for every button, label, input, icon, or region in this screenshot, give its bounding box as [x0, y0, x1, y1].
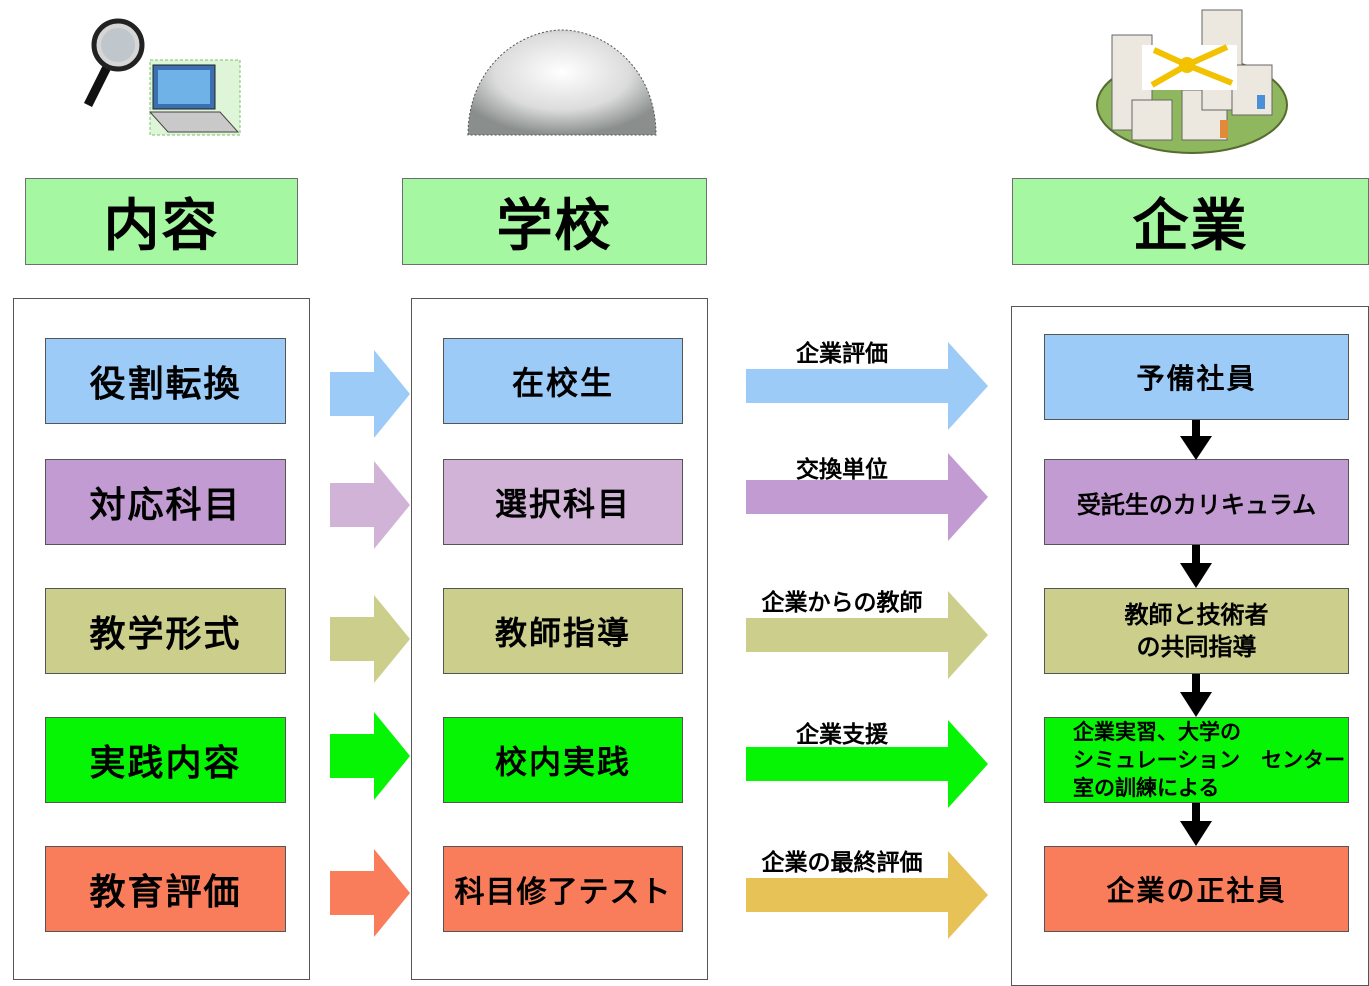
down-arrow-3: [1180, 674, 1212, 717]
school-box-label: 在校生: [511, 364, 614, 402]
content-box-label: 実践内容: [89, 743, 242, 784]
dome-icon: [462, 25, 662, 143]
down-arrow-2: [1180, 545, 1212, 588]
school-box-practice: 校内実践: [443, 717, 683, 803]
company-box-line: 教師と技術者: [1124, 601, 1269, 629]
school-box-label: 選択科目: [494, 485, 631, 523]
company-box-line: 企業実習、大学の: [1073, 720, 1241, 744]
arrow-school-company-3: [746, 591, 988, 679]
flow-label-2: 交換単位: [796, 457, 888, 483]
header-school-label: 学校: [496, 194, 613, 259]
arrow-school-company-5: [746, 851, 988, 939]
arrow-content-school-1: [330, 350, 410, 438]
arrow-school-company-2: [746, 453, 988, 541]
company-box-label: 受託生のカリキュラム: [1076, 490, 1317, 519]
arrow-school-company-4: [746, 720, 988, 808]
arrow-content-school-3: [330, 595, 410, 683]
school-box-student: 在校生: [443, 338, 683, 424]
company-box-label: 企業の正社員: [1106, 874, 1287, 907]
content-box-subjects: 対応科目: [45, 459, 286, 545]
content-box-role-change: 役割転換: [45, 338, 286, 424]
company-box-internship: 企業実習、大学の シミュレーション センター 室の訓練による: [1044, 717, 1349, 803]
network-buildings-icon: [1092, 5, 1292, 160]
company-box-joint-guidance: 教師と技術者 の共同指導: [1044, 588, 1349, 674]
header-company-label: 企業: [1132, 194, 1249, 259]
school-box-label: 教師指導: [494, 614, 631, 652]
flow-label-5: 企業の最終評価: [761, 850, 923, 876]
header-company: 企業: [1012, 178, 1369, 265]
school-box-teacher-guidance: 教師指導: [443, 588, 683, 674]
content-box-teaching-form: 教学形式: [45, 588, 286, 674]
flow-label-4: 企業支援: [796, 722, 888, 748]
header-content-label: 内容: [103, 194, 220, 259]
flow-label-3: 企業からの教師: [761, 590, 923, 616]
company-box-line: シミュレーション センター: [1073, 748, 1346, 772]
school-box-label: 科目修了テスト: [454, 875, 672, 910]
content-box-practice: 実践内容: [45, 717, 286, 803]
arrow-school-company-1: [746, 342, 988, 430]
school-box-label: 校内実践: [494, 743, 631, 781]
company-box-reserve-staff: 予備社員: [1044, 334, 1349, 420]
header-school: 学校: [402, 178, 707, 265]
down-arrow-1: [1180, 420, 1212, 460]
company-box-line: の共同指導: [1136, 633, 1257, 661]
down-arrow-4: [1180, 803, 1212, 846]
flow-label-1: 企業評価: [796, 341, 888, 367]
arrow-content-school-4: [330, 712, 410, 800]
content-box-label: 教育評価: [89, 872, 242, 913]
content-box-label: 教学形式: [89, 614, 242, 655]
company-box-line: 室の訓練による: [1073, 776, 1220, 800]
company-box-label: 予備社員: [1136, 362, 1257, 395]
magnifier-computer-icon: [80, 10, 250, 140]
arrow-content-school-2: [330, 461, 410, 549]
header-content: 内容: [25, 178, 298, 265]
school-box-elective: 選択科目: [443, 459, 683, 545]
content-box-label: 対応科目: [89, 485, 242, 526]
company-box-full-employee: 企業の正社員: [1044, 846, 1349, 932]
content-box-label: 役割転換: [89, 364, 242, 405]
content-box-evaluation: 教育評価: [45, 846, 286, 932]
arrow-content-school-5: [330, 849, 410, 937]
company-box-curriculum: 受託生のカリキュラム: [1044, 459, 1349, 545]
school-box-final-test: 科目修了テスト: [443, 846, 683, 932]
